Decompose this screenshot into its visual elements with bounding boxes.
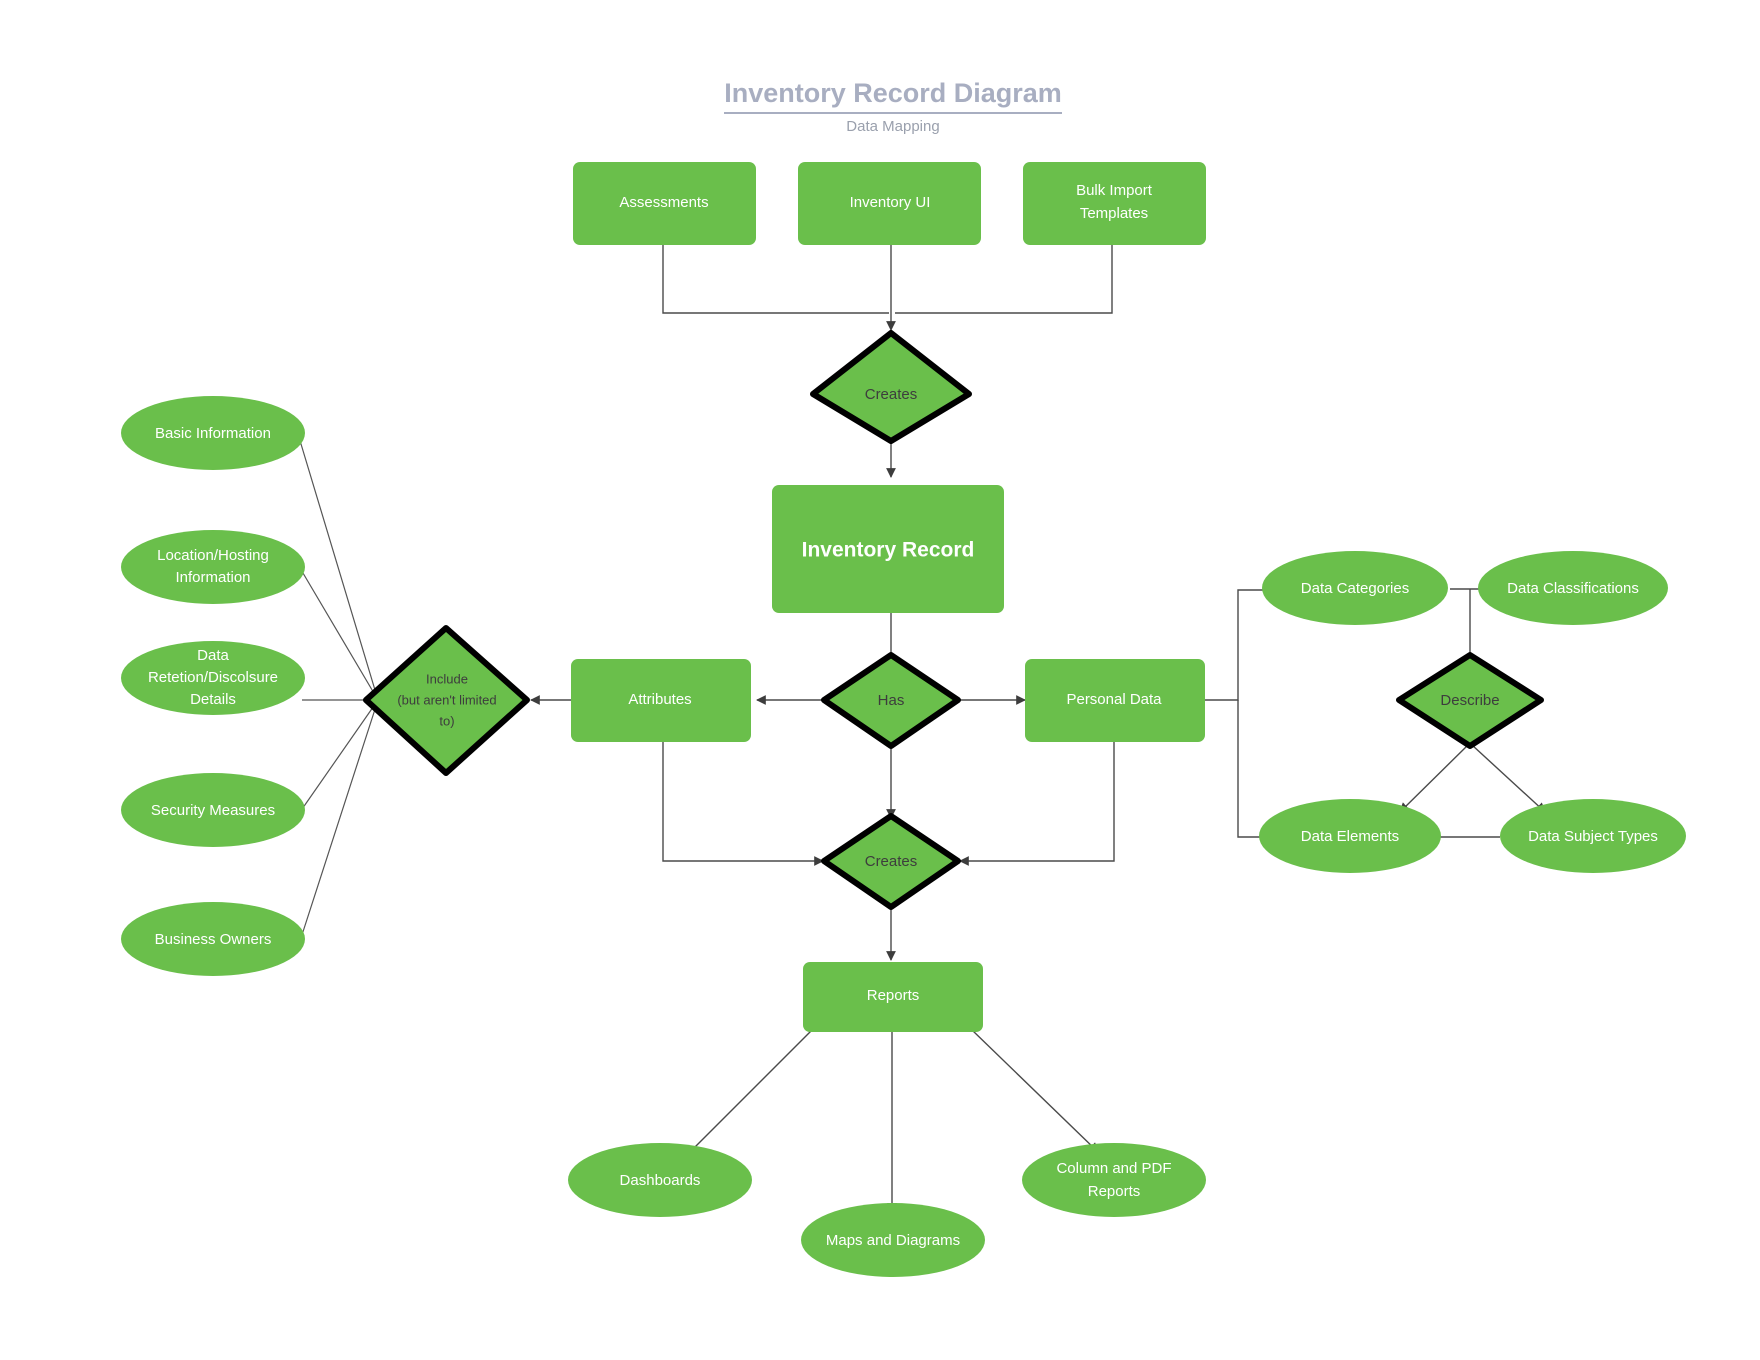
node-include-label-line1: Include	[426, 671, 468, 686]
node-personal-data[interactable]: Personal Data	[1025, 659, 1205, 742]
edge-include-location-hosting	[299, 567, 379, 701]
node-describe-label: Describe	[1440, 692, 1499, 709]
node-include-label-line2: (but aren't limited	[397, 692, 496, 707]
edge-personal-data-to-creates-bottom	[959, 742, 1115, 866]
node-dashboards[interactable]: Dashboards	[568, 1143, 752, 1217]
node-data-classifications[interactable]: Data Classifications	[1478, 551, 1668, 625]
node-reports-label: Reports	[867, 987, 920, 1004]
node-creates-bottom[interactable]: Creates	[821, 813, 961, 910]
node-attributes-label: Attributes	[628, 691, 691, 708]
node-describe[interactable]: Describe	[1396, 652, 1544, 749]
node-security-measures-label: Security Measures	[151, 802, 275, 819]
edge-include-security-measures	[299, 699, 379, 813]
node-data-elements-label: Data Elements	[1301, 828, 1399, 845]
node-inventory-ui-label: Inventory UI	[850, 194, 931, 211]
node-dashboards-label: Dashboards	[620, 1172, 701, 1189]
node-creates-top[interactable]: Creates	[810, 330, 972, 444]
node-data-retetion-label-line3: Details	[190, 691, 236, 708]
node-bulk-import-templates-label-line1: Bulk Import	[1076, 182, 1153, 199]
node-column-and-pdf-reports-label-line1: Column and PDF	[1056, 1160, 1171, 1177]
node-location-hosting-information-label-line2: Information	[175, 569, 250, 586]
edge-reports-to-dashboards	[686, 1029, 813, 1156]
node-security-measures[interactable]: Security Measures	[121, 773, 305, 847]
edge-describe-to-data-elements	[1399, 744, 1469, 813]
edge-assessments-to-creates	[662, 245, 889, 314]
node-data-retetion-discolsure-details[interactable]: Data Retetion/Discolsure Details	[121, 641, 305, 715]
edge-reports-to-column-and-pdf-reports	[971, 1029, 1099, 1153]
node-assessments[interactable]: Assessments	[573, 162, 756, 245]
node-reports[interactable]: Reports	[803, 962, 983, 1032]
node-inventory-record-label: Inventory Record	[802, 539, 975, 562]
node-data-retetion-label-line1: Data	[197, 647, 229, 664]
node-include-label-line3: to)	[439, 713, 454, 728]
node-maps-and-diagrams-label: Maps and Diagrams	[826, 1232, 960, 1249]
page-title-group: Inventory Record Diagram Data Mapping	[724, 78, 1062, 135]
node-data-subject-types-label: Data Subject Types	[1528, 828, 1658, 845]
node-maps-and-diagrams[interactable]: Maps and Diagrams	[801, 1203, 985, 1277]
node-data-subject-types[interactable]: Data Subject Types	[1500, 799, 1686, 873]
node-column-and-pdf-reports-label-line2: Reports	[1088, 1183, 1141, 1200]
node-creates-top-label: Creates	[865, 386, 918, 403]
node-location-hosting-information-label-line1: Location/Hosting	[157, 547, 269, 564]
node-basic-information[interactable]: Basic Information	[121, 396, 305, 470]
node-data-categories-label: Data Categories	[1301, 580, 1409, 597]
node-bulk-import-templates[interactable]: Bulk Import Templates	[1023, 162, 1206, 245]
page-title: Inventory Record Diagram	[724, 78, 1062, 108]
edge-personal-data-to-data-elements	[1237, 700, 1268, 838]
node-data-elements[interactable]: Data Elements	[1259, 799, 1441, 873]
node-inventory-ui[interactable]: Inventory UI	[798, 162, 981, 245]
node-business-owners-label: Business Owners	[155, 931, 272, 948]
node-assessments-label: Assessments	[619, 194, 708, 211]
edge-include-basic-information	[297, 433, 379, 701]
node-has-label: Has	[878, 692, 905, 709]
node-data-retetion-label-line2: Retetion/Discolsure	[148, 669, 278, 686]
node-attributes[interactable]: Attributes	[571, 659, 751, 742]
node-has[interactable]: Has	[821, 652, 961, 749]
node-personal-data-label: Personal Data	[1066, 691, 1162, 708]
node-location-hosting-information[interactable]: Location/Hosting Information	[121, 530, 305, 604]
page-subtitle: Data Mapping	[846, 118, 939, 135]
edge-attributes-to-creates-bottom	[662, 742, 824, 866]
node-inventory-record[interactable]: Inventory Record	[772, 485, 1004, 613]
edge-personal-data-to-data-categories	[1205, 589, 1264, 701]
node-basic-information-label: Basic Information	[155, 425, 271, 442]
node-creates-bottom-label: Creates	[865, 853, 918, 870]
node-data-categories[interactable]: Data Categories	[1262, 551, 1448, 625]
node-business-owners[interactable]: Business Owners	[121, 902, 305, 976]
edge-bulk-import-to-creates	[895, 245, 1113, 314]
edge-include-business-owners	[299, 699, 379, 942]
node-include[interactable]: Include (but aren't limited to)	[363, 625, 530, 776]
node-data-classifications-label: Data Classifications	[1507, 580, 1639, 597]
edge-describe-to-data-subject-types	[1471, 744, 1546, 813]
node-column-and-pdf-reports[interactable]: Column and PDF Reports	[1022, 1143, 1206, 1217]
node-bulk-import-templates-label-line2: Templates	[1080, 205, 1148, 222]
